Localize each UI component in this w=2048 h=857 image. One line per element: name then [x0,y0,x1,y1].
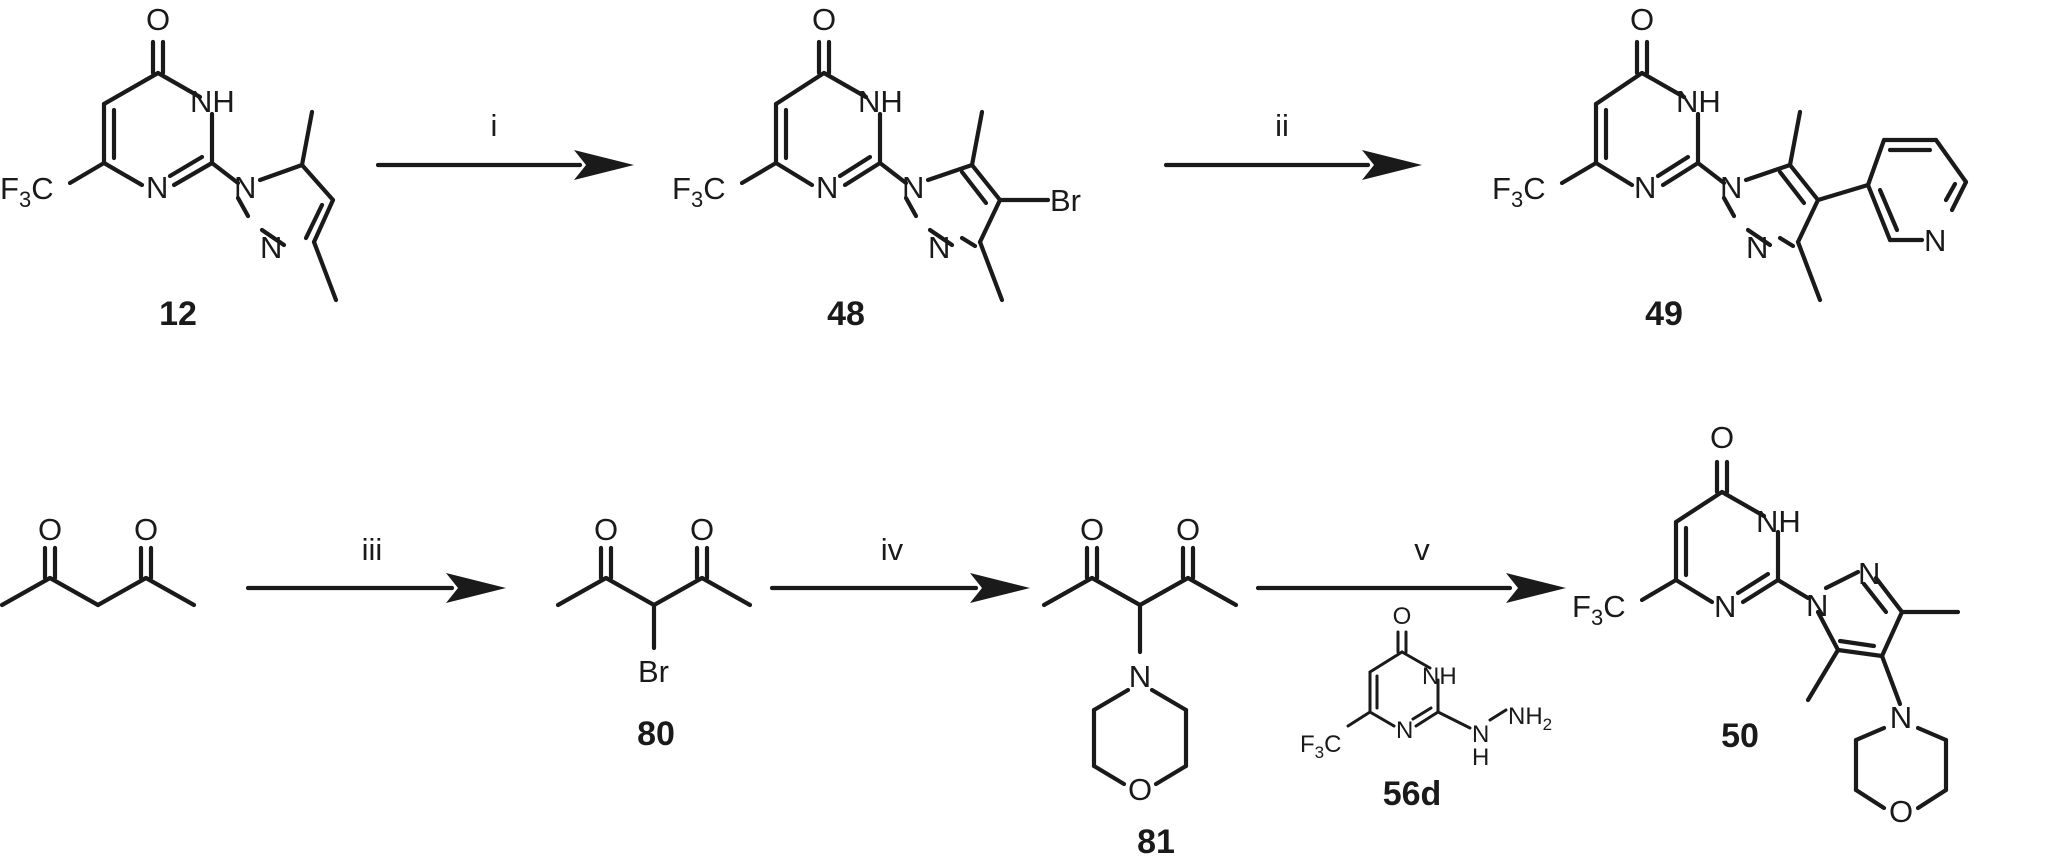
compound-48-structure: O NH N F3C N N Br 48 [672,2,1081,333]
cf3-label: F3C [1492,171,1546,212]
nh-label: NH [1756,504,1801,539]
oxygen-label: O [594,512,618,547]
compound-48-label: 48 [827,295,865,333]
pyrazole-n1-label: N [1806,588,1828,623]
nitrogen-label: N [1714,589,1736,624]
oxygen-label: O [1393,603,1412,630]
oxygen-label: O [1080,512,1104,547]
oxygen-label: O [812,2,836,37]
compound-56d-structure: O NH N F3C N H NH2 56d [1300,603,1552,813]
oxygen-label: O [1710,420,1734,455]
oxygen-label: O [38,512,62,547]
nh-label: NH [190,84,235,119]
compound-81-structure: O O N O 81 [1041,512,1239,857]
morpholine-o-label: O [1889,794,1913,829]
step-i-label: i [491,108,498,143]
oxygen-label: O [1630,2,1654,37]
cf3-label: F3C [672,171,726,212]
nitrogen-label: N [1396,717,1413,744]
pyrazole-n2-label: N [928,230,950,265]
step-iii-label: iii [362,532,383,567]
step-iv-label: iv [881,532,904,567]
arrow-step-ii: ii [1163,108,1422,180]
arrow-step-iii: iii [245,532,506,603]
acetylacetone-structure: O O [0,512,197,608]
compound-80-label: 80 [637,715,675,753]
arrow-step-v: v [1255,532,1566,603]
arrow-step-i: i [375,108,634,180]
compound-49-label: 49 [1645,295,1683,333]
oxygen-label: O [1176,512,1200,547]
compound-50-structure: O NH N F3C N N N O 50 [1572,420,1961,829]
nitrogen-label: N [146,170,168,205]
morpholine-n-label: N [1129,659,1151,694]
pyrazole-n1-label: N [902,170,924,205]
nh-label: NH [858,84,903,119]
pyrazole-n1-label: N [1720,170,1742,205]
nh-label: NH [1676,84,1721,119]
nh-label: NH [1422,663,1457,690]
compound-56d-label: 56d [1383,775,1442,813]
pyrazole-n2-label: N [1746,230,1768,265]
cf3-label: F3C [0,171,54,212]
arrow-step-iv: iv [769,532,1030,603]
compound-12-structure: O NH N F3C N N 12 [0,2,339,333]
hydrazine-n-label: N [1472,721,1489,748]
oxygen-label: O [146,2,170,37]
compound-81-label: 81 [1137,823,1175,857]
compound-12-label: 12 [159,295,197,333]
morpholine-o-label: O [1128,772,1152,807]
compound-80-structure: O O Br 80 [555,512,753,753]
cf3-label: F3C [1300,731,1341,762]
hydrazine-h-label: H [1472,744,1489,771]
bromine-label: Br [1050,183,1081,218]
step-ii-label: ii [1275,108,1289,143]
compound-50-label: 50 [1721,717,1759,755]
pyrazole-n1-label: N [234,170,256,205]
pyridine-n-label: N [1924,223,1946,258]
pyrazole-n2-label: N [1858,556,1880,591]
nh2-label: NH2 [1508,703,1552,734]
morpholine-n-label: N [1890,700,1912,735]
pyrazole-n2-label: N [260,230,282,265]
nitrogen-label: N [1634,170,1656,205]
compound-49-structure: O NH N F3C N N N 49 [1492,2,1969,333]
bromine-label: Br [638,654,669,689]
oxygen-label: O [134,512,158,547]
oxygen-label: O [690,512,714,547]
cf3-label: F3C [1572,589,1626,630]
step-v-label: v [1414,532,1430,567]
nitrogen-label: N [816,170,838,205]
